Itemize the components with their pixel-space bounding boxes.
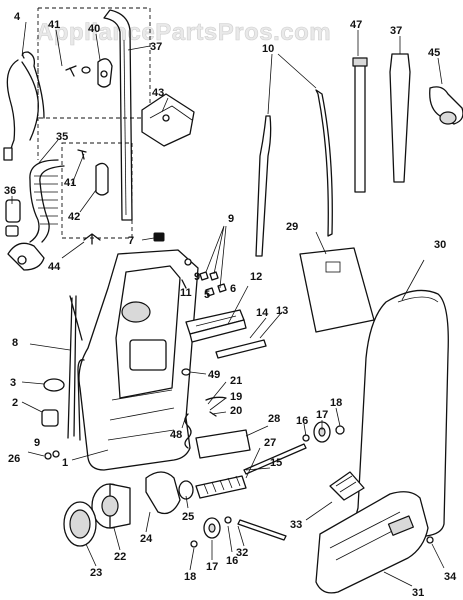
callout-16: 16 bbox=[226, 555, 238, 567]
callout-34: 34 bbox=[444, 571, 457, 583]
callout-10: 10 bbox=[262, 43, 274, 55]
rod-part bbox=[67, 295, 83, 439]
callout-25: 25 bbox=[182, 511, 194, 523]
callout-12: 12 bbox=[250, 271, 262, 283]
base-parts bbox=[315, 471, 434, 594]
callout-7: 7 bbox=[128, 235, 134, 247]
washer-part bbox=[52, 450, 60, 458]
callout-48: 48 bbox=[170, 429, 182, 441]
callout-19: 19 bbox=[230, 391, 242, 403]
callout-30: 30 bbox=[434, 239, 446, 251]
callout-28: 28 bbox=[268, 413, 280, 425]
axle-part bbox=[237, 519, 287, 541]
attachment-tools bbox=[352, 53, 463, 193]
callout-9: 9 bbox=[194, 271, 200, 283]
motor-parts bbox=[63, 471, 194, 547]
callout-24: 24 bbox=[140, 533, 153, 545]
callout-37: 37 bbox=[390, 25, 402, 37]
bushing-part bbox=[43, 378, 65, 392]
callout-42: 42 bbox=[68, 211, 80, 223]
bracket-parts bbox=[185, 309, 267, 359]
callout-26: 26 bbox=[8, 453, 20, 465]
callout-2: 2 bbox=[12, 397, 18, 409]
hose-end-part bbox=[5, 199, 21, 223]
leader-lines bbox=[11, 21, 445, 587]
wand-parts bbox=[255, 89, 333, 257]
hose-end-part bbox=[5, 225, 19, 237]
callout-21: 21 bbox=[230, 375, 242, 387]
callout-9: 9 bbox=[228, 213, 234, 225]
handle-assembly bbox=[37, 7, 195, 242]
callout-3: 3 bbox=[10, 377, 16, 389]
callout-47: 47 bbox=[350, 19, 362, 31]
callout-43: 43 bbox=[152, 87, 164, 99]
plate-part bbox=[299, 247, 375, 333]
callout-49: 49 bbox=[208, 369, 220, 381]
callout-14: 14 bbox=[256, 307, 269, 319]
callout-15: 15 bbox=[270, 457, 282, 469]
callout-17: 17 bbox=[206, 561, 218, 573]
callout-36: 36 bbox=[4, 185, 16, 197]
callout-labels: 4 41 40 37 43 35 36 41 42 44 7 10 47 37 … bbox=[4, 11, 457, 599]
power-cord-part bbox=[3, 51, 45, 161]
callout-9: 9 bbox=[34, 437, 40, 449]
callout-44: 44 bbox=[48, 261, 61, 273]
callout-17: 17 bbox=[316, 409, 328, 421]
callout-11: 11 bbox=[180, 287, 192, 299]
callout-45: 45 bbox=[428, 47, 440, 59]
main-housing-part bbox=[77, 249, 199, 471]
bushing-part bbox=[41, 409, 59, 427]
callout-6: 6 bbox=[230, 283, 236, 295]
callout-20: 20 bbox=[230, 405, 242, 417]
washer-part bbox=[44, 452, 52, 460]
callout-41: 41 bbox=[48, 19, 60, 31]
callout-29: 29 bbox=[286, 221, 298, 233]
watermark-text: AppliancePartsPros.com bbox=[36, 19, 331, 46]
callout-16: 16 bbox=[296, 415, 308, 427]
callout-32: 32 bbox=[236, 547, 248, 559]
clip-part bbox=[83, 233, 101, 245]
axle-part bbox=[243, 443, 307, 475]
callout-35: 35 bbox=[56, 131, 68, 143]
grid-filter-part bbox=[195, 475, 247, 499]
callout-41: 41 bbox=[64, 177, 76, 189]
callout-5: 5 bbox=[204, 289, 210, 301]
callout-8: 8 bbox=[12, 337, 18, 349]
callout-18: 18 bbox=[184, 571, 196, 583]
callout-27: 27 bbox=[264, 437, 276, 449]
callout-33: 33 bbox=[290, 519, 302, 531]
callout-1: 1 bbox=[62, 457, 68, 469]
callout-23: 23 bbox=[90, 567, 102, 579]
callout-18: 18 bbox=[330, 397, 342, 409]
callout-4: 4 bbox=[14, 11, 21, 23]
cover-part bbox=[355, 289, 449, 539]
callout-40: 40 bbox=[88, 23, 100, 35]
hose-part bbox=[7, 159, 65, 271]
callout-13: 13 bbox=[276, 305, 288, 317]
filter-part bbox=[195, 429, 251, 459]
callout-37: 37 bbox=[150, 41, 162, 53]
callout-31: 31 bbox=[412, 587, 424, 599]
callout-22: 22 bbox=[114, 551, 126, 563]
